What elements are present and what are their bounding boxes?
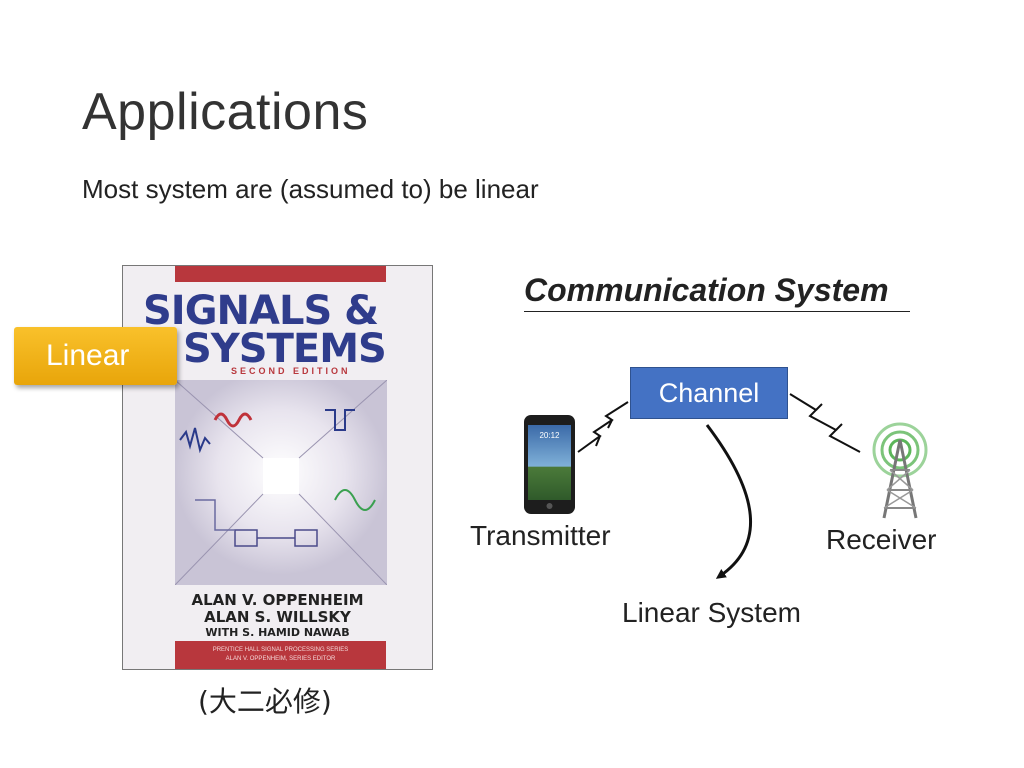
signal-bolt-right [789,393,861,453]
phone-icon: 20:12 [524,415,575,514]
diagram-title: Communication System [524,272,910,312]
slide-subtitle: Most system are (assumed to) be linear [82,174,539,204]
antenna-tower-icon [872,422,928,519]
phone-time: 20:12 [539,431,560,440]
book-title-line2: SYSTEMS [183,326,387,372]
book-top-bar [175,266,386,282]
slide-title: Applications [82,83,369,141]
book-title-line1: SIGNALS & [143,288,379,334]
signal-bolt-left [577,401,629,453]
book-edition: SECOND EDITION [231,366,351,376]
book-author-2: ALAN S. WILLSKY [204,608,351,626]
transmitter-label: Transmitter [470,520,611,551]
receiver-label: Receiver [826,524,937,555]
linear-tag: Linear [14,327,177,385]
channel-box: Channel [630,367,788,419]
book-cover-art [174,379,388,586]
book-caption: (大二必修) [198,685,332,718]
book-series-line2: ALAN V. OPPENHEIM, SERIES EDITOR [225,656,336,662]
linear-system-label: Linear System [622,597,801,628]
book-author-1: ALAN V. OPPENHEIM [191,591,364,609]
book-series-bar: PRENTICE HALL SIGNAL PROCESSING SERIES A… [175,641,386,669]
book-authors: ALAN V. OPPENHEIM ALAN S. WILLSKY WITH S… [123,591,432,640]
channel-to-linear-arrow [705,424,752,579]
cover-art-graphic [174,379,388,586]
book-series-line1: PRENTICE HALL SIGNAL PROCESSING SERIES [212,647,349,653]
book-author-3: WITH S. HAMID NAWAB [205,626,350,639]
